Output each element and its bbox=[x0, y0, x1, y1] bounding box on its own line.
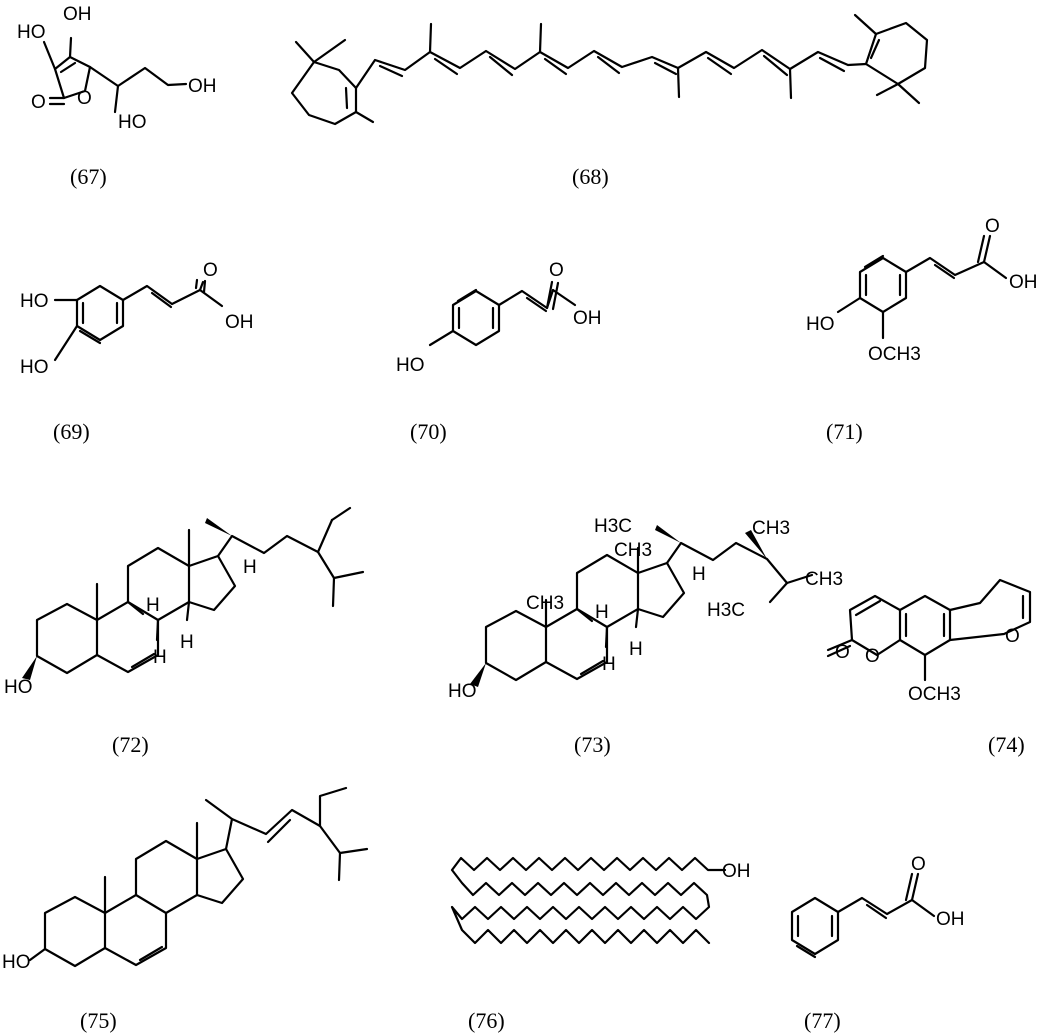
compound-73: H3C CH3 CH3 CH3 H3C CH3 HO H H H H (73) bbox=[448, 516, 843, 757]
compound-71-bonds bbox=[836, 234, 1008, 340]
compound-75: HO (75) bbox=[2, 786, 369, 1033]
compound-77: O OH (77) bbox=[790, 854, 965, 1033]
atom-label: OH bbox=[1009, 272, 1038, 293]
atom-label: HO bbox=[2, 952, 31, 973]
atom-label: O bbox=[31, 92, 46, 113]
atom-label: HO bbox=[17, 22, 46, 43]
atom-label: O bbox=[835, 642, 850, 663]
compound-caption: (76) bbox=[468, 1008, 505, 1033]
compound-71: HO O OH OCH3 (71) bbox=[806, 216, 1038, 444]
compound-76-bonds bbox=[450, 856, 727, 945]
atom-label: CH3 bbox=[752, 518, 790, 539]
atom-label: H bbox=[153, 647, 167, 668]
compound-75-atoms: HO bbox=[2, 952, 31, 973]
atom-label: HO bbox=[20, 357, 49, 378]
compound-76: OH (76) bbox=[450, 856, 751, 1033]
compound-70-bonds bbox=[428, 280, 577, 347]
atom-label: HO bbox=[396, 355, 425, 376]
atom-label: H bbox=[692, 564, 706, 585]
compound-caption: (71) bbox=[826, 419, 863, 444]
compound-caption: (73) bbox=[574, 732, 611, 757]
atom-label: CH3 bbox=[805, 569, 843, 590]
compound-67: OH HO O O HO OH (67) bbox=[17, 4, 217, 189]
compound-73-atoms: H3C CH3 CH3 CH3 H3C CH3 HO H H H H bbox=[448, 516, 843, 702]
atom-label: HO bbox=[448, 681, 477, 702]
atom-label: H bbox=[180, 632, 194, 653]
atom-label: H bbox=[629, 639, 643, 660]
wedge-bond bbox=[470, 663, 486, 687]
atom-label: O bbox=[77, 88, 92, 109]
atom-label: H3C bbox=[594, 516, 632, 537]
compound-caption: (67) bbox=[70, 164, 107, 189]
atom-label: O bbox=[911, 854, 926, 875]
compound-75-bonds bbox=[28, 786, 369, 968]
compound-74-bonds bbox=[826, 578, 1032, 682]
atom-label: HO bbox=[4, 677, 33, 698]
compound-72: HO H H H H (72) bbox=[4, 506, 365, 757]
wedge-bond bbox=[205, 518, 232, 536]
atom-label: CH3 bbox=[614, 540, 652, 561]
compound-68: (68) bbox=[290, 13, 929, 189]
compound-72-bonds bbox=[35, 506, 365, 675]
compound-70: HO O OH (70) bbox=[396, 260, 602, 444]
atom-label: H bbox=[595, 602, 609, 623]
compound-70-atoms: HO O OH bbox=[396, 260, 602, 376]
atom-label: O bbox=[865, 646, 880, 667]
compound-caption: (72) bbox=[112, 732, 149, 757]
wedge-bond bbox=[655, 525, 681, 543]
compound-74-atoms: O O O OCH3 bbox=[835, 626, 1020, 705]
compound-69-atoms: HO HO O OH bbox=[20, 260, 254, 378]
atom-label: OH bbox=[573, 308, 602, 329]
atom-label: O bbox=[985, 216, 1000, 237]
compound-76-atoms: OH bbox=[722, 861, 751, 882]
atom-label: OH bbox=[936, 909, 965, 930]
compound-68-bonds bbox=[290, 13, 929, 126]
atom-label: H bbox=[146, 595, 160, 616]
atom-label: O bbox=[203, 260, 218, 281]
compound-67-bonds bbox=[42, 36, 188, 114]
atom-label: OH bbox=[188, 76, 217, 97]
compound-caption: (74) bbox=[988, 732, 1025, 757]
atom-label: OH bbox=[225, 312, 254, 333]
wedge-bond bbox=[22, 656, 37, 680]
compound-72-atoms: HO H H H H bbox=[4, 557, 257, 698]
atom-label: OH bbox=[63, 4, 92, 25]
atom-label: OCH3 bbox=[908, 684, 961, 705]
compound-74: O O O OCH3 (74) bbox=[826, 578, 1032, 757]
atom-label: HO bbox=[806, 314, 835, 335]
atom-label: H bbox=[602, 654, 616, 675]
compound-69: HO HO O OH (69) bbox=[20, 260, 254, 444]
atom-label: O bbox=[1005, 626, 1020, 647]
compound-73-bonds bbox=[484, 541, 814, 682]
compound-caption: (75) bbox=[80, 1008, 117, 1033]
compound-67-atoms: OH HO O O HO OH bbox=[17, 4, 217, 133]
atom-label: CH3 bbox=[526, 593, 564, 614]
atom-label: HO bbox=[20, 291, 49, 312]
atom-label: OCH3 bbox=[868, 344, 921, 365]
compound-caption: (77) bbox=[804, 1008, 841, 1033]
compound-69-bonds bbox=[53, 278, 224, 362]
atom-label: HO bbox=[118, 112, 147, 133]
wedge-bond bbox=[745, 530, 767, 559]
atom-label: OH bbox=[722, 861, 751, 882]
compound-77-atoms: O OH bbox=[911, 854, 965, 930]
compound-caption: (68) bbox=[572, 164, 609, 189]
compound-caption: (69) bbox=[53, 419, 90, 444]
atom-label: H3C bbox=[707, 600, 745, 621]
compound-71-atoms: HO O OH OCH3 bbox=[806, 216, 1038, 365]
compound-77-bonds bbox=[790, 872, 936, 959]
compound-caption: (70) bbox=[410, 419, 447, 444]
atom-label: O bbox=[549, 260, 564, 281]
atom-label: H bbox=[243, 557, 257, 578]
